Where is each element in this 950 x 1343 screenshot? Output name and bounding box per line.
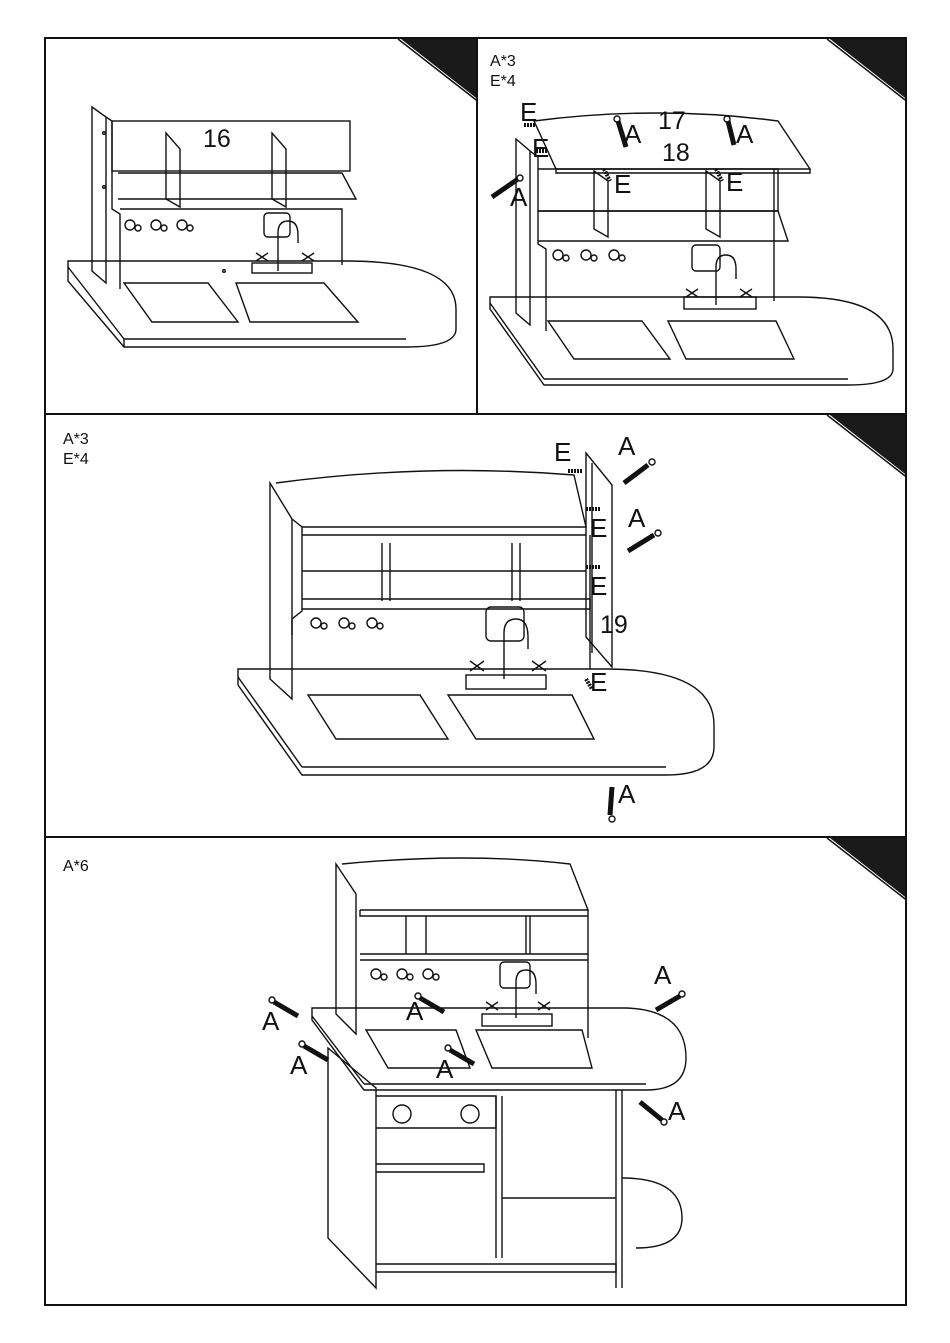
back-panel-1	[112, 121, 350, 171]
label-a: A	[436, 1056, 453, 1082]
sink-right-2	[668, 321, 794, 359]
top-shelf-3	[276, 471, 586, 528]
sink-right-4	[476, 1030, 592, 1068]
label-e: E	[590, 669, 607, 695]
step-3-diagram	[46, 415, 907, 838]
label-e: E	[590, 573, 607, 599]
label-a: A	[406, 998, 423, 1024]
label-e: E	[532, 135, 549, 161]
step-1-diagram	[46, 39, 478, 415]
label-a: A	[290, 1052, 307, 1078]
sink-left-2	[548, 321, 670, 359]
label-e: E	[590, 515, 607, 541]
sink-right-3	[448, 695, 594, 739]
side-panel-1	[92, 107, 106, 283]
faucet-icon	[466, 607, 546, 689]
quantity-a: A*3	[490, 53, 516, 71]
part-number-19: 19	[600, 613, 628, 638]
label-e: E	[726, 169, 743, 195]
quantity-a: A*3	[63, 431, 89, 449]
countertop-2	[490, 297, 893, 385]
screw-icon	[609, 787, 615, 822]
label-a: A	[668, 1098, 685, 1124]
faucet-icon	[482, 962, 552, 1026]
step-2-diagram	[478, 39, 907, 415]
hutch-top-4	[342, 858, 588, 910]
sink-right-1	[236, 283, 358, 322]
screw-icon	[656, 991, 685, 1010]
faucet-icon	[252, 213, 314, 273]
label-e: E	[614, 171, 631, 197]
countertop-3	[238, 669, 714, 775]
label-a: A	[624, 121, 641, 147]
countertop-1	[68, 261, 456, 347]
step-panel-2: A*3 E*4 17 18 E E A A A E E	[476, 37, 907, 415]
label-a: A	[618, 781, 635, 807]
part-number-16: 16	[203, 127, 231, 152]
screw-icon	[724, 116, 734, 145]
step-4-diagram	[46, 838, 907, 1306]
sink-left-3	[308, 695, 448, 739]
countertop-4	[312, 1008, 686, 1090]
divider-left-1	[166, 133, 180, 207]
step-panel-1: 16	[44, 37, 478, 415]
label-e: E	[554, 439, 571, 465]
sink-left-4	[366, 1030, 470, 1068]
screw-icon	[640, 1102, 667, 1125]
label-a: A	[736, 121, 753, 147]
side-panel-left-3	[270, 483, 292, 699]
knob-icon	[461, 1105, 479, 1123]
step-panel-4: A*6 A A A A A A	[44, 836, 907, 1306]
knob-icon	[393, 1105, 411, 1123]
sink-left-1	[124, 283, 238, 322]
label-a: A	[654, 962, 671, 988]
faucet-icon	[684, 245, 756, 309]
label-a: A	[628, 505, 645, 531]
quantity-e: E*4	[63, 451, 89, 469]
step-panel-3: A*3 E*4 19 E A A E E E A	[44, 413, 907, 838]
label-a: A	[510, 184, 527, 210]
quantity-a: A*6	[63, 858, 89, 876]
label-a: A	[618, 433, 635, 459]
divider-right-1	[272, 133, 286, 207]
screw-icon	[624, 459, 655, 483]
quantity-e: E*4	[490, 73, 516, 91]
part-number-18: 18	[662, 141, 690, 166]
label-a: A	[262, 1008, 279, 1034]
part-number-17: 17	[658, 109, 686, 134]
label-e: E	[520, 99, 537, 125]
screw-icon	[628, 530, 661, 551]
